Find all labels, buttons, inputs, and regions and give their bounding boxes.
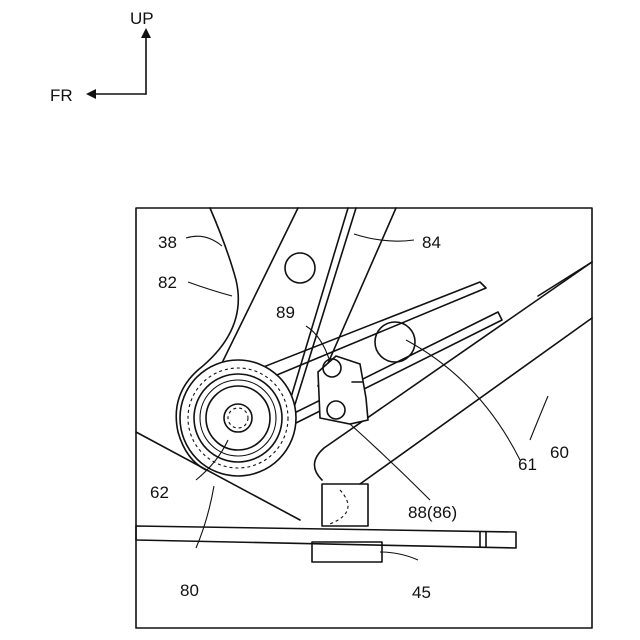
label-60: 60 xyxy=(550,443,569,462)
label-45: 45 xyxy=(412,583,431,602)
front-label: FR xyxy=(50,86,73,105)
direction-indicator: UP FR xyxy=(50,9,154,105)
label-61: 61 xyxy=(518,455,537,474)
stopper-block xyxy=(322,484,368,526)
label-62: 62 xyxy=(150,483,169,502)
label-38: 38 xyxy=(158,233,177,252)
up-label: UP xyxy=(130,9,154,28)
label-89: 89 xyxy=(276,303,295,322)
link-88 xyxy=(318,356,368,424)
label-88: 88(86) xyxy=(408,503,457,522)
label-84: 84 xyxy=(422,233,441,252)
label-82: 82 xyxy=(158,273,177,292)
pulley-62 xyxy=(180,360,296,476)
plate-45 xyxy=(136,526,516,562)
label-80: 80 xyxy=(180,581,199,600)
